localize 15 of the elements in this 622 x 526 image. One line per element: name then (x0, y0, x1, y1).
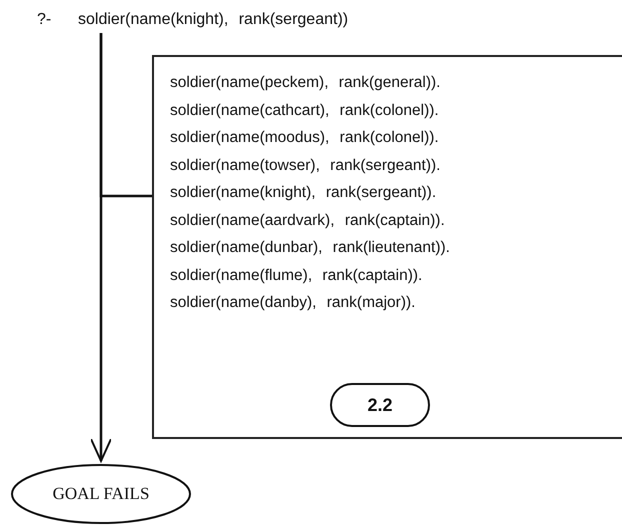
connector-arrow (90, 33, 112, 462)
query-text: soldier(name(knight), rank(sergeant)) (78, 8, 348, 32)
fact-database-box (152, 55, 622, 439)
clause-text: soldier(name(moodus), rank(colonel)). (170, 128, 439, 148)
clause-text: soldier(name(dunbar), rank(lieutenant)). (170, 238, 450, 258)
clause-text: soldier(name(danby), rank(major)). (170, 293, 416, 313)
clause-text: soldier(name(aardvark), rank(captain)). (170, 210, 445, 230)
clause-text: soldier(name(cathcart), rank(colonel)). (170, 100, 439, 120)
clause-text: soldier(name(knight), rank(sergeant)). (170, 183, 436, 203)
clause-text: soldier(name(flume), rank(captain)). (170, 266, 422, 286)
clause-text: soldier(name(peckem), rank(general)). (170, 73, 440, 93)
goal-ellipse: GOAL FAILS (10, 463, 192, 525)
label-pill: 2.2 (330, 383, 430, 427)
prompt-symbol: ?- (37, 10, 52, 30)
clause-text: soldier(name(towser), rank(sergeant)). (170, 156, 440, 176)
